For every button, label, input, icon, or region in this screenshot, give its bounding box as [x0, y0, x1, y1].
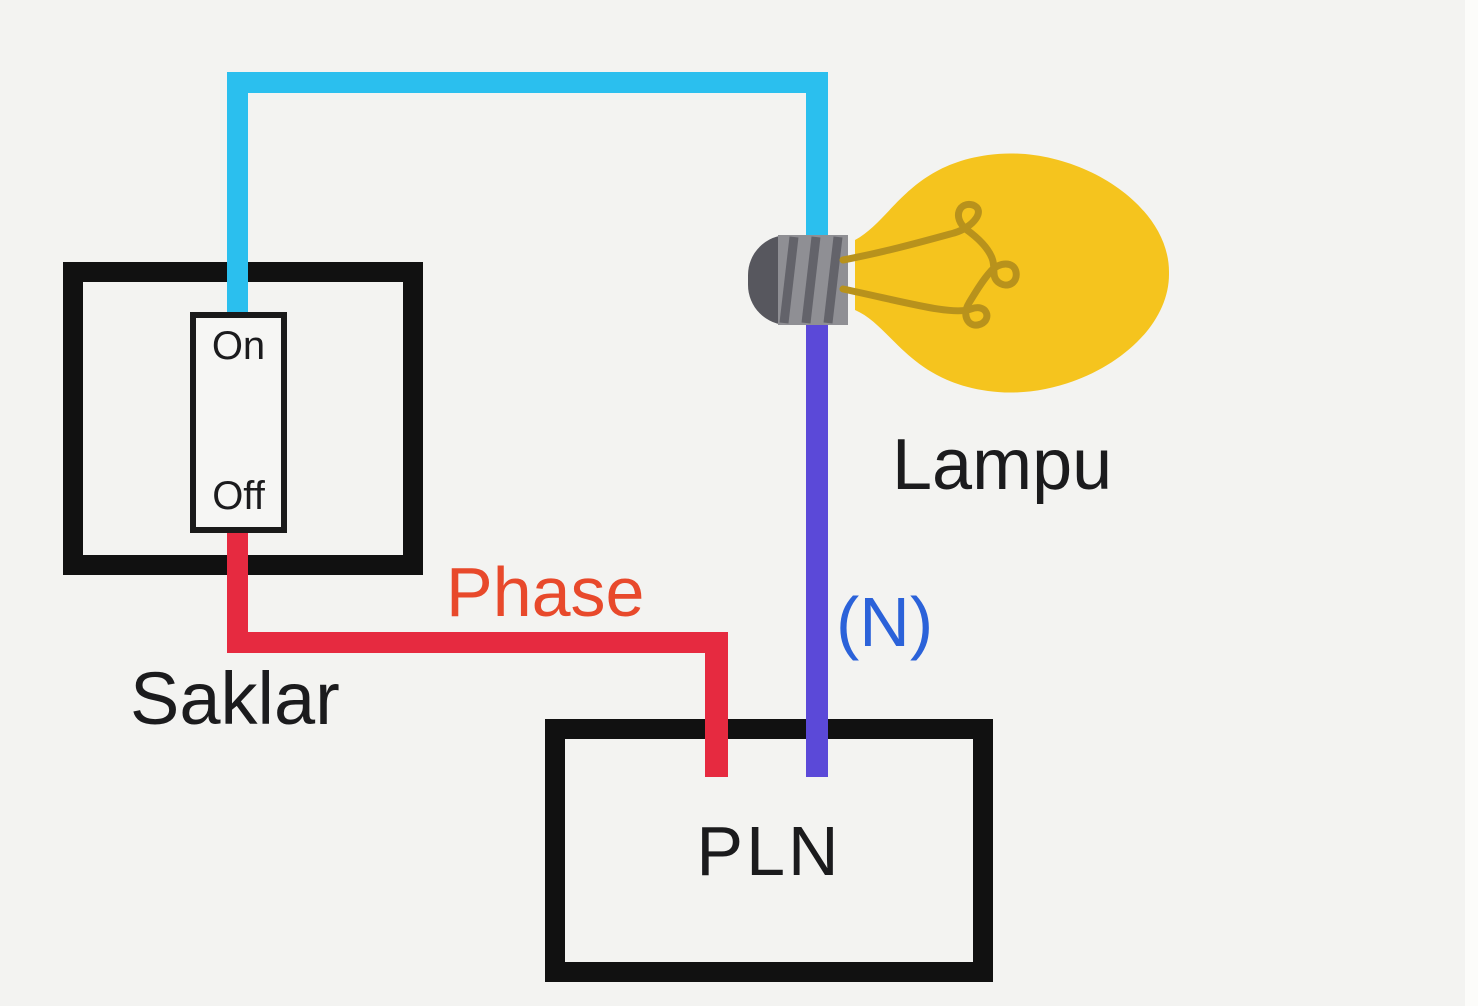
power-source-box: PLN	[545, 719, 993, 982]
phase-wire-vertical-to-source	[705, 632, 728, 777]
neutral-wire	[806, 316, 828, 777]
switch-off-label: Off	[212, 474, 265, 518]
switch-to-lamp-wire-horizontal-top	[227, 72, 827, 93]
switch-to-lamp-wire-vertical-right	[806, 72, 828, 244]
light-bulb-icon	[748, 153, 1170, 393]
switch-toggle: On Off	[190, 312, 287, 533]
power-source-label: PLN	[696, 811, 842, 890]
page-edge-strip	[1465, 0, 1478, 1006]
lamp-label: Lampu	[892, 425, 1113, 505]
switch-to-lamp-wire-vertical-left	[227, 72, 248, 317]
neutral-wire-label: (N)	[836, 583, 934, 661]
phase-wire-horizontal	[227, 632, 728, 653]
bulb-base-threads	[779, 236, 843, 324]
phase-wire-label: Phase	[446, 553, 645, 631]
switch-on-label: On	[211, 324, 266, 368]
bulb-filament	[839, 200, 1020, 329]
phase-wire-vertical-from-switch	[227, 528, 248, 653]
switch-box	[63, 262, 423, 575]
switch-label: Saklar	[130, 657, 340, 740]
bulb-glass-body	[855, 153, 1170, 393]
